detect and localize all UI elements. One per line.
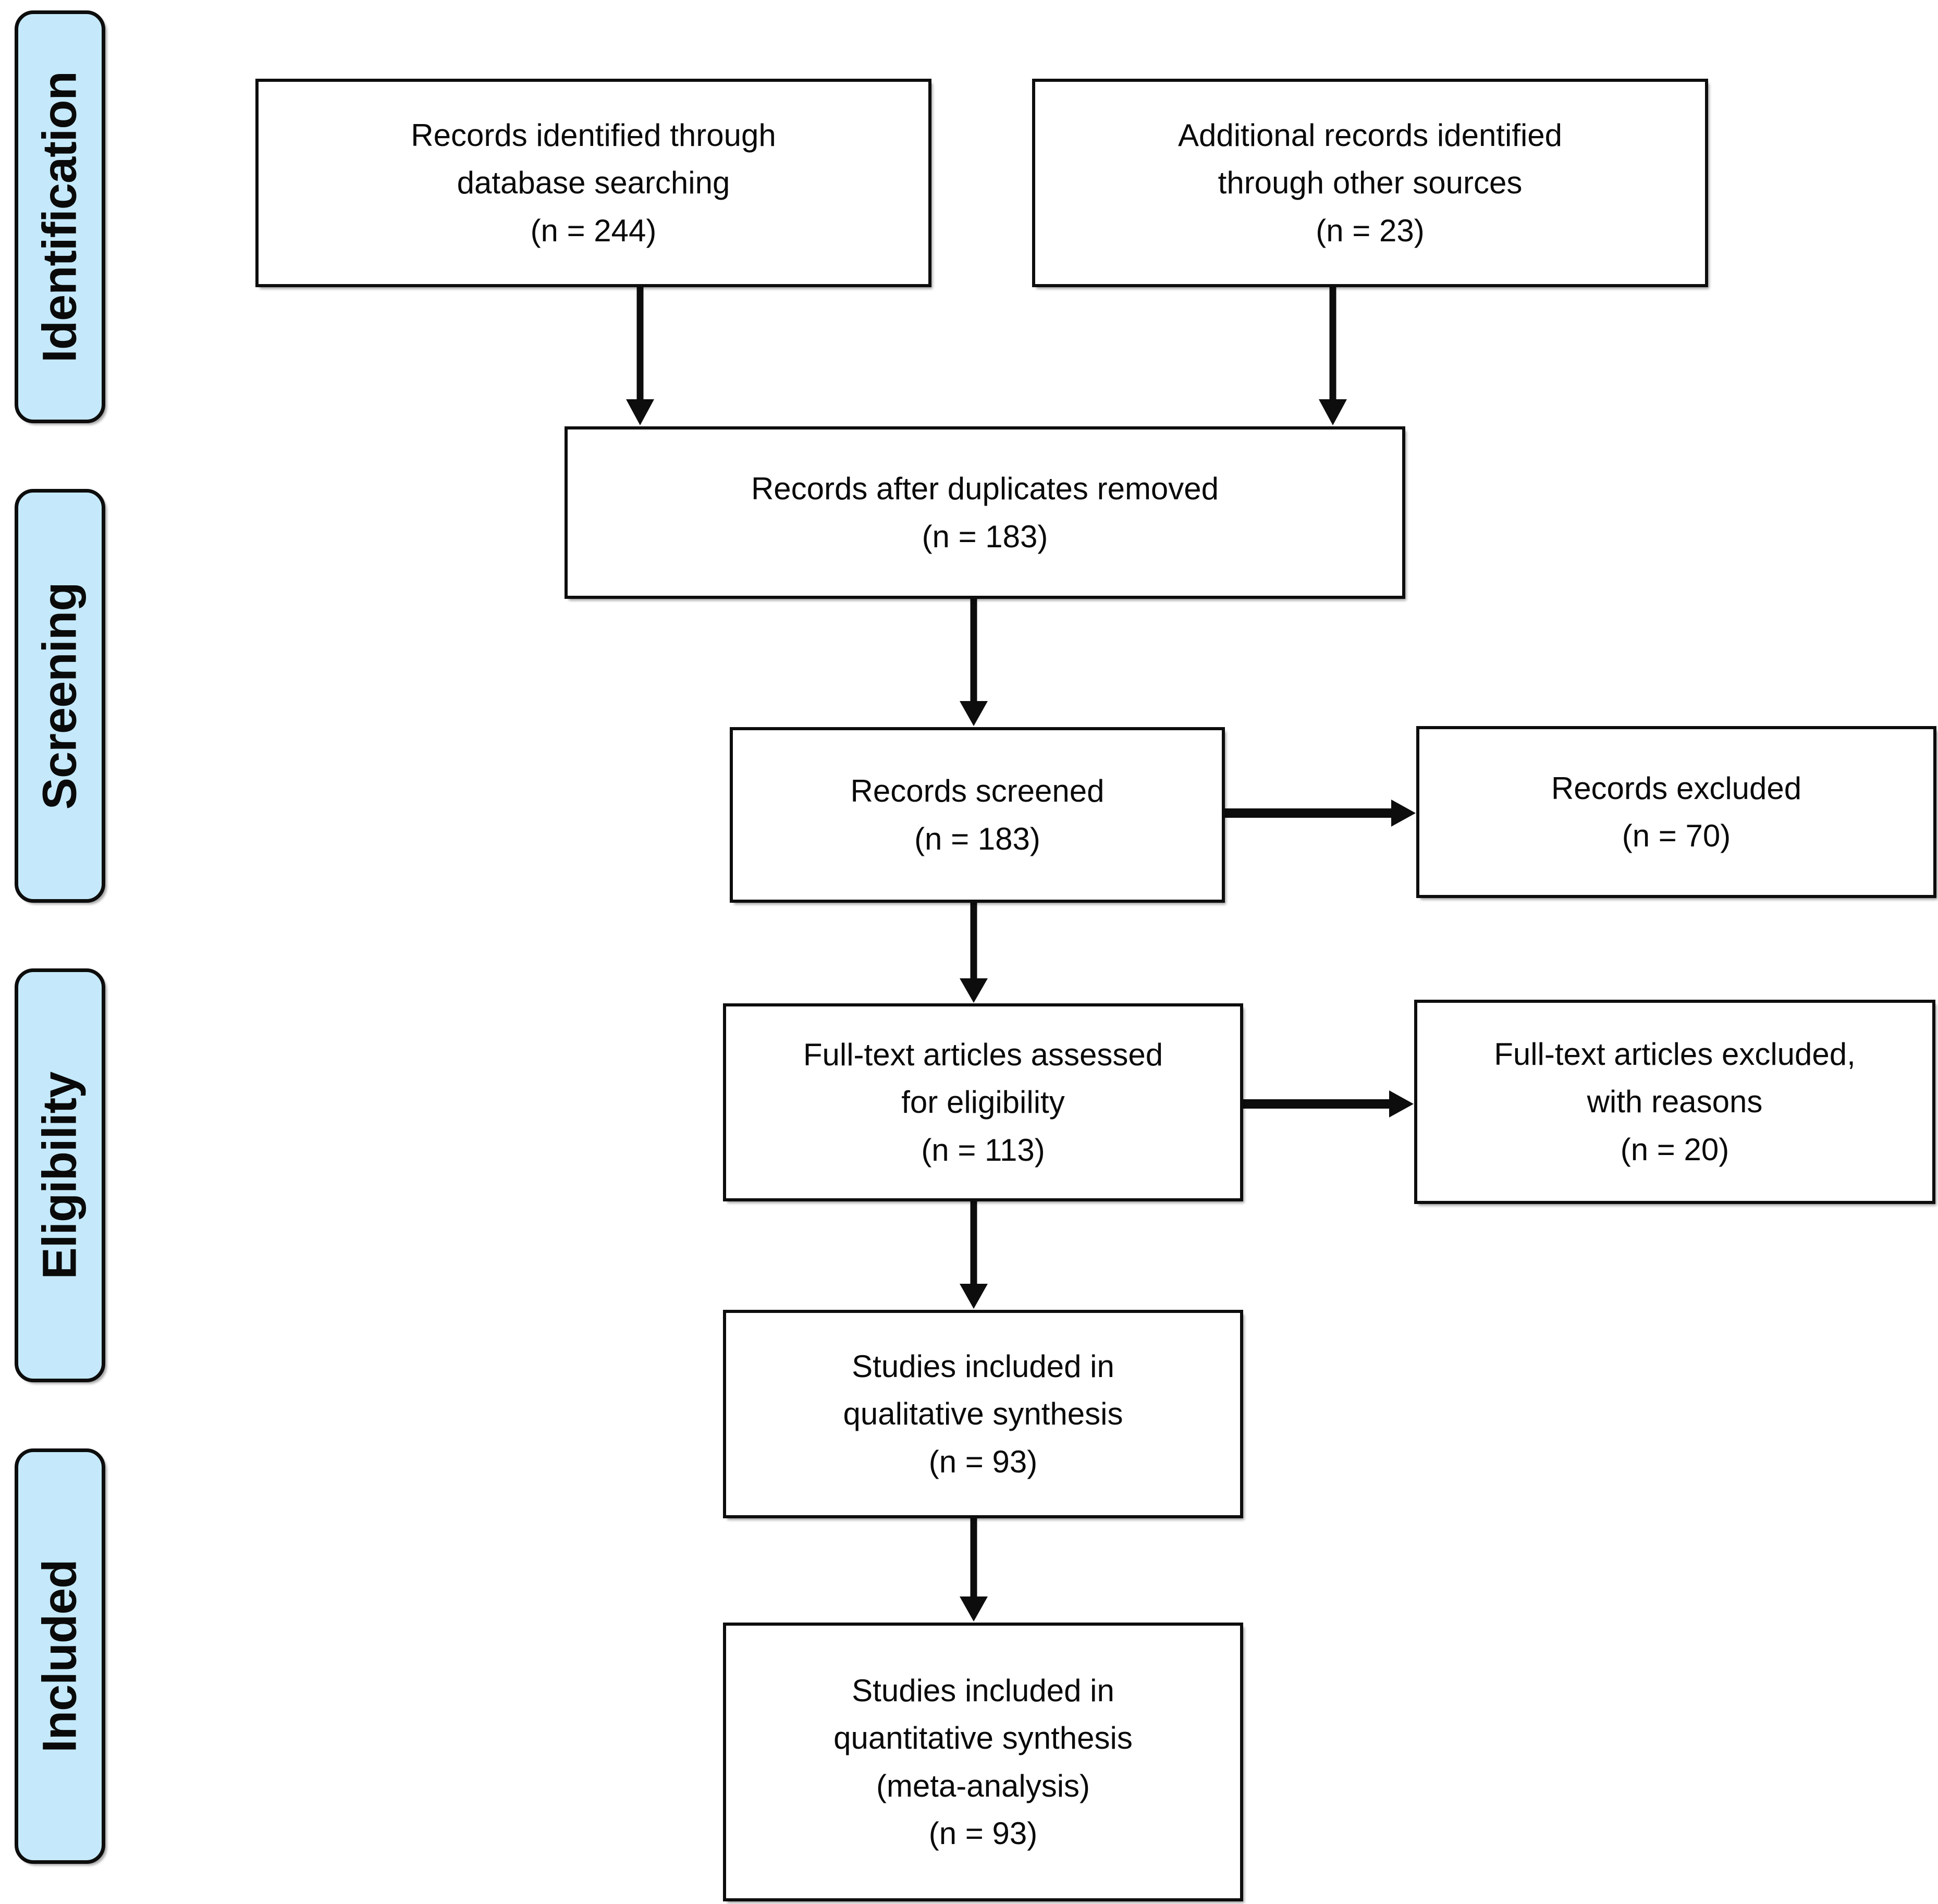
arrow-screened-to-excluded xyxy=(1225,800,1416,827)
stage-label-identification: Identification xyxy=(15,10,105,423)
arrow-identified-to-dedup xyxy=(626,287,654,425)
stage-label-identification-text: Identification xyxy=(33,71,87,363)
arrow-screened-to-fulltext xyxy=(960,903,988,1003)
arrow-fulltext-to-qualitative xyxy=(960,1201,988,1309)
box-text-line: Records after duplicates removed xyxy=(751,471,1219,507)
stage-label-eligibility-text: Eligibility xyxy=(33,1072,87,1279)
box-text-line: Additional records identified xyxy=(1177,118,1563,153)
stage-label-screening-text: Screening xyxy=(33,582,87,809)
box-text-line: quantitative synthesis xyxy=(833,1721,1133,1756)
box-text-line: Full-text articles assessed xyxy=(803,1037,1163,1073)
stage-label-included-text: Included xyxy=(33,1559,87,1753)
box-text-line: (n = 244) xyxy=(530,213,657,248)
box-records-after-duplicates-removed: Records after duplicates removed (n = 183… xyxy=(565,426,1405,599)
box-additional-records: Additional records identified through oth… xyxy=(1032,79,1708,287)
box-records-excluded: Records excluded (n = 70) xyxy=(1416,726,1936,898)
box-text-line: through other sources xyxy=(1218,165,1523,201)
box-quantitative-synthesis: Studies included in quantitative synthesi… xyxy=(723,1623,1243,1901)
box-text-line: (n = 93) xyxy=(928,1444,1038,1479)
box-text-line: (n = 20) xyxy=(1620,1132,1730,1167)
box-qualitative-synthesis: Studies included in qualitative synthesis… xyxy=(723,1310,1243,1518)
box-fulltext-excluded: Full-text articles excluded, with reasons… xyxy=(1414,1000,1935,1204)
box-text-line: (n = 93) xyxy=(928,1815,1038,1851)
box-text-line: (meta-analysis) xyxy=(876,1768,1090,1803)
stage-label-eligibility: Eligibility xyxy=(15,968,105,1382)
box-text-line: (n = 183) xyxy=(914,821,1040,856)
box-text-line: database searching xyxy=(457,165,730,201)
box-text-line: (n = 113) xyxy=(921,1132,1045,1168)
box-text-line: Full-text articles excluded, xyxy=(1494,1037,1856,1072)
box-text-line: Records identified through xyxy=(411,118,776,153)
box-text-line: Records screened xyxy=(850,773,1105,809)
box-text-line: (n = 23) xyxy=(1316,213,1425,248)
stage-label-included: Included xyxy=(15,1448,105,1864)
box-text-line: qualitative synthesis xyxy=(843,1396,1123,1432)
arrow-fulltext-to-excluded xyxy=(1243,1090,1414,1117)
box-text-line: Studies included in xyxy=(852,1349,1114,1384)
arrow-qualitative-to-quantitative xyxy=(960,1518,988,1622)
box-text-line: for eligibility xyxy=(901,1085,1065,1120)
box-text-line: with reasons xyxy=(1587,1084,1763,1120)
arrow-additional-to-dedup xyxy=(1319,287,1347,425)
box-text-line: (n = 183) xyxy=(922,519,1048,554)
box-records-identified: Records identified through database searc… xyxy=(255,79,931,287)
box-records-screened: Records screened (n = 183) xyxy=(730,727,1225,903)
box-fulltext-assessed: Full-text articles assessed for eligibili… xyxy=(723,1003,1243,1201)
box-text-line: Records excluded xyxy=(1551,770,1802,806)
stage-label-screening: Screening xyxy=(15,489,105,903)
box-text-line: (n = 70) xyxy=(1622,818,1731,853)
arrow-dedup-to-screened xyxy=(960,599,988,726)
box-text-line: Studies included in xyxy=(852,1673,1114,1709)
